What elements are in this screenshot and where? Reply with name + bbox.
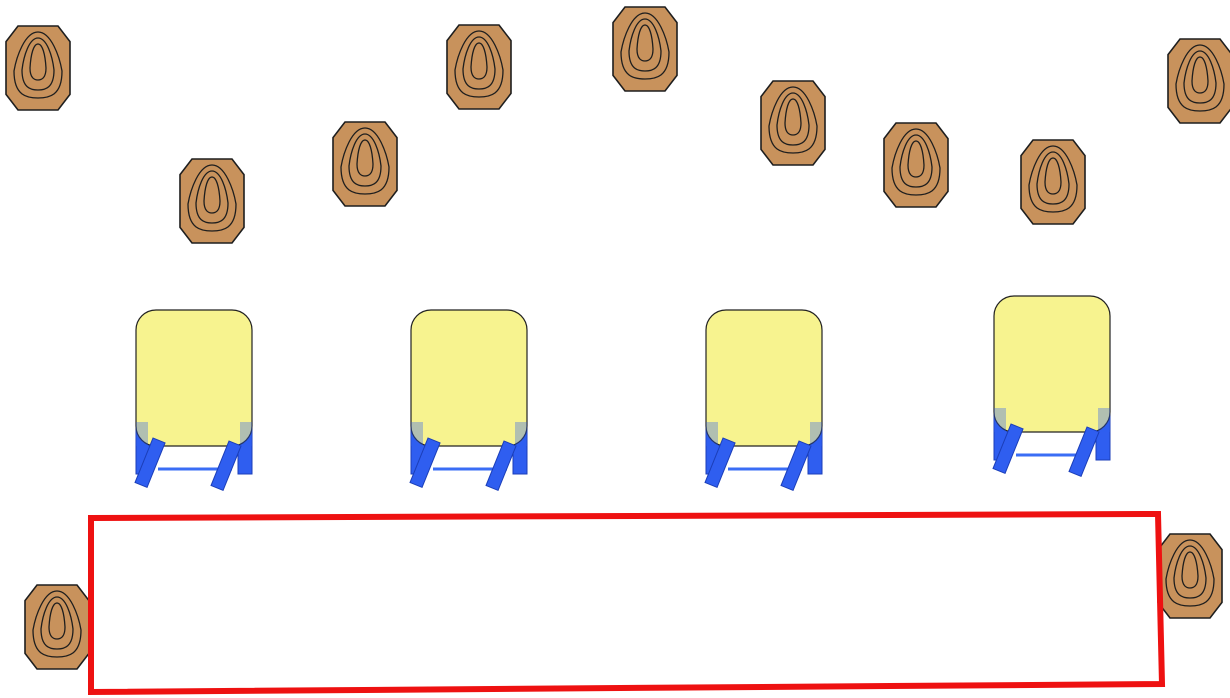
barrel bbox=[993, 295, 1111, 433]
steel-target-icon bbox=[24, 584, 90, 670]
steel-target-icon bbox=[179, 158, 245, 244]
shooting-box-layer bbox=[88, 510, 1166, 696]
barrel-on-stand-icon bbox=[134, 309, 253, 492]
steel-target-icon bbox=[612, 6, 678, 92]
barrel-stands-layer bbox=[134, 295, 1111, 492]
barrel-on-stand-icon bbox=[704, 309, 823, 492]
steel-target-icon bbox=[1020, 139, 1086, 225]
steel-target-icon bbox=[1157, 533, 1223, 619]
targets-layer bbox=[5, 6, 1230, 670]
barrel bbox=[410, 309, 528, 447]
steel-target-icon bbox=[883, 122, 949, 208]
steel-target-icon bbox=[1167, 38, 1230, 124]
barrel bbox=[705, 309, 823, 447]
barrel-on-stand-icon bbox=[409, 309, 528, 492]
steel-target-icon bbox=[446, 24, 512, 110]
barrel-on-stand-icon bbox=[992, 295, 1111, 478]
barrel bbox=[135, 309, 253, 447]
shooting-box bbox=[88, 510, 1166, 696]
steel-target-icon bbox=[5, 25, 71, 111]
steel-target-icon bbox=[760, 80, 826, 166]
steel-target-icon bbox=[332, 121, 398, 207]
